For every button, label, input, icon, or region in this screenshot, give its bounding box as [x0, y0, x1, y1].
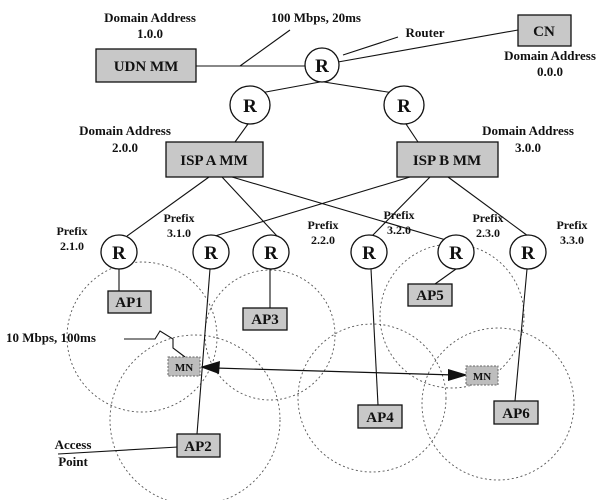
cn-domain-value: 0.0.0 [537, 64, 563, 79]
ap2-label: AP2 [184, 439, 212, 455]
coverage-cell-ap4 [297, 323, 447, 473]
router-prefix-320-label: R [362, 243, 376, 264]
links [57, 29, 529, 455]
router-mid-left: R [229, 85, 271, 125]
coverage-cells [66, 243, 575, 500]
link-router-ap6 [514, 268, 528, 402]
router-prefix-220-label: R [264, 243, 278, 264]
prefix-330-title: Prefix [556, 218, 587, 232]
isp-a-mm-box: ISP A MM [165, 141, 264, 178]
router-top-label: R [315, 56, 329, 77]
prefix-310-title: Prefix [163, 211, 194, 225]
wireless-link-pointer [124, 330, 186, 358]
router-prefix-320: R [350, 234, 388, 270]
backbone-link-label: 100 Mbps, 20ms [271, 10, 361, 25]
prefix-320-title: Prefix [383, 208, 414, 222]
isp-b-domain-value: 3.0.0 [515, 140, 541, 155]
backbone-link-pointer [239, 29, 291, 67]
ap3-label: AP3 [251, 312, 279, 328]
router-caption-pointer [342, 36, 399, 56]
router-prefix-210: R [100, 234, 138, 270]
access-point-pointer [57, 446, 179, 455]
isp-b-mm-label: ISP B MM [413, 153, 481, 169]
router-mid-left-label: R [243, 96, 257, 117]
ap6-label: AP6 [502, 406, 530, 422]
ap5-box: AP5 [407, 283, 453, 307]
isp-a-domain-title: Domain Address [79, 123, 171, 138]
udn-domain-title: Domain Address [104, 10, 196, 25]
mn-movement-arrow [200, 361, 468, 381]
ap5-label: AP5 [416, 288, 444, 304]
access-point-label-line2: Point [58, 454, 88, 469]
router-caption: Router [406, 25, 445, 40]
link-isp-a-prefix-220 [221, 176, 278, 237]
router-prefix-330-label: R [521, 243, 535, 264]
link-isp-b-prefix-310 [214, 176, 411, 237]
cn-label: CN [533, 24, 555, 40]
prefix-330-value: 3.3.0 [560, 233, 584, 247]
router-prefix-210-label: R [112, 243, 126, 264]
router-prefix-310: R [192, 234, 230, 270]
ap1-box: AP1 [107, 290, 152, 314]
router-prefix-310-label: R [204, 243, 218, 264]
link-isp-a-prefix-230 [231, 176, 447, 241]
router-prefix-330: R [509, 234, 547, 270]
coverage-cell-ap2 [109, 334, 281, 500]
router-mid-right: R [383, 85, 425, 125]
router-top: R [304, 47, 340, 83]
prefix-220-title: Prefix [307, 218, 338, 232]
ap3-box: AP3 [242, 307, 288, 331]
udn-domain-value: 1.0.0 [137, 26, 163, 41]
udn-mm-box: UDN MM [95, 48, 197, 83]
link-isp-b-prefix-320 [371, 176, 431, 237]
router-prefix-230-label: R [449, 243, 463, 264]
link-isp-b-prefix-330 [447, 176, 529, 237]
router-prefix-220: R [252, 234, 290, 270]
prefix-320-value: 3.2.0 [387, 223, 411, 237]
isp-b-mm-box: ISP B MM [396, 141, 499, 178]
prefix-220-value: 2.2.0 [311, 233, 335, 247]
mn-label-left: MN [175, 362, 193, 374]
ap4-box: AP4 [357, 404, 403, 429]
access-point-label-line1: Access [55, 437, 92, 452]
isp-b-domain-title: Domain Address [482, 123, 574, 138]
mn-label-right: MN [473, 371, 491, 383]
router-mid-right-label: R [397, 96, 411, 117]
ap6-box: AP6 [493, 400, 539, 425]
udn-mm-label: UDN MM [114, 59, 179, 75]
wireless-link-label: 10 Mbps, 100ms [6, 330, 96, 345]
isp-a-domain-value: 2.0.0 [112, 140, 138, 155]
link-top-router-left [254, 81, 321, 95]
link-router-isp-b [405, 123, 419, 143]
link-router-isp-a [234, 123, 249, 143]
ap4-label: AP4 [366, 410, 394, 426]
ap1-label: AP1 [115, 295, 143, 311]
prefix-230-title: Prefix [472, 211, 503, 225]
mn-box-right: MN [465, 365, 499, 386]
link-router-ap4 [370, 268, 379, 406]
link-router-ap2 [196, 268, 211, 435]
prefix-310-value: 3.1.0 [167, 226, 191, 240]
router-prefix-230: R [437, 234, 475, 270]
prefix-210-title: Prefix [56, 224, 87, 238]
link-router-cn [337, 29, 519, 63]
link-router-ap5 [434, 268, 457, 285]
cn-box: CN [517, 14, 572, 47]
mn-box-left: MN [167, 356, 201, 377]
coverage-cell-ap6 [421, 327, 575, 481]
link-top-router-right [323, 81, 401, 95]
link-isp-a-prefix-210 [126, 176, 210, 237]
prefix-230-value: 2.3.0 [476, 226, 500, 240]
coverage-cell-ap1 [66, 261, 218, 413]
isp-a-mm-label: ISP A MM [180, 153, 248, 169]
ap2-box: AP2 [176, 433, 221, 458]
prefix-210-value: 2.1.0 [60, 239, 84, 253]
cn-domain-title: Domain Address [504, 48, 596, 63]
